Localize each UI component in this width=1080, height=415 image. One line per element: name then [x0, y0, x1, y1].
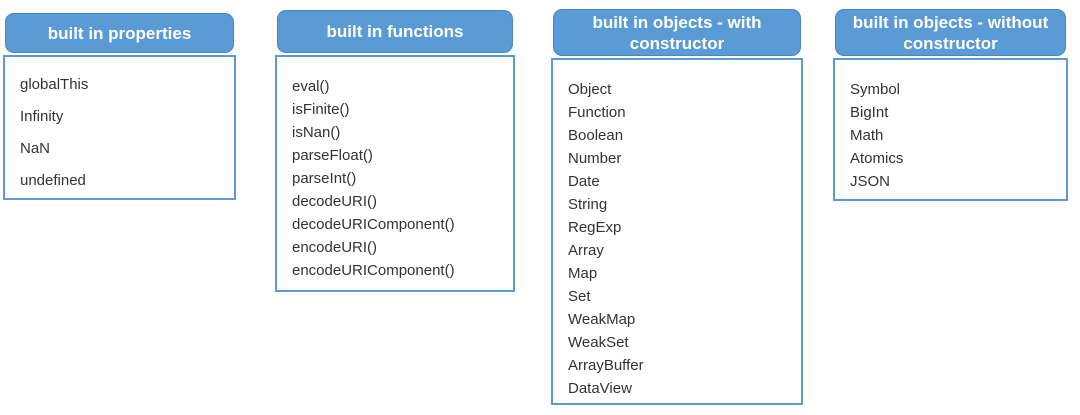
panel-header-built-in-functions: built in functions [277, 10, 513, 53]
list-item: Infinity [20, 108, 64, 125]
list-item: WeakMap [568, 311, 636, 328]
list-item: Function [568, 104, 626, 121]
list-item: parseFloat() [292, 147, 373, 164]
panel-header-built-in-properties: built in properties [5, 13, 234, 53]
list-item: Date [568, 173, 600, 190]
list-item: eval() [292, 78, 330, 95]
panel-built-in-functions: built in functions eval() isFinite() isN… [275, 10, 515, 292]
list-item: Map [568, 265, 598, 282]
list-item: Boolean [568, 127, 624, 144]
list-item: undefined [20, 172, 86, 189]
panel-title: built in objects - with constructor [592, 12, 762, 53]
list-item: Atomics [850, 150, 904, 167]
list-item: DataView [568, 380, 632, 397]
panel-body-built-in-objects-without-constructor: Symbol BigInt Math Atomics JSON [833, 58, 1068, 201]
list-item: Number [568, 150, 622, 167]
panel-built-in-properties: built in properties globalThis Infinity … [3, 13, 236, 200]
list-item: Set [568, 288, 591, 305]
panel-title: built in functions [326, 22, 464, 41]
panel-built-in-objects-with-constructor: built in objects - with constructor Obje… [551, 9, 803, 405]
panel-built-in-objects-without-constructor: built in objects - without constructor S… [833, 9, 1068, 201]
panel-body-built-in-properties: globalThis Infinity NaN undefined [3, 55, 236, 200]
list-item: isFinite() [292, 101, 350, 118]
list-item: Symbol [850, 81, 901, 98]
list-item: encodeURI() [292, 239, 378, 256]
list-item: decodeURI() [292, 193, 378, 210]
list-item: parseInt() [292, 170, 357, 187]
panel-title: built in properties [47, 23, 192, 43]
list-item: NaN [20, 140, 51, 157]
panel-body-built-in-functions: eval() isFinite() isNan() parseFloat() p… [275, 55, 515, 292]
list-item: encodeURIComponent() [292, 262, 455, 279]
panel-header-built-in-objects-without-constructor: built in objects - without constructor [835, 9, 1066, 56]
panel-body-built-in-objects-with-constructor: Object Function Boolean Number Date Stri… [551, 58, 803, 405]
list-item: WeakSet [568, 334, 629, 351]
panel-title: built in objects - without constructor [852, 12, 1049, 53]
list-item: Object [568, 81, 612, 98]
panel-header-built-in-objects-with-constructor: built in objects - with constructor [553, 9, 801, 56]
list-item: JSON [850, 173, 891, 190]
list-item: Array [568, 242, 604, 259]
list-item: isNan() [292, 124, 341, 141]
list-item: ArrayBuffer [568, 357, 644, 374]
list-item: Math [850, 127, 884, 144]
list-item: decodeURIComponent() [292, 216, 455, 233]
list-item: RegExp [568, 219, 622, 236]
list-item: globalThis [20, 76, 89, 93]
list-item: BigInt [850, 104, 889, 121]
list-item: String [568, 196, 608, 213]
